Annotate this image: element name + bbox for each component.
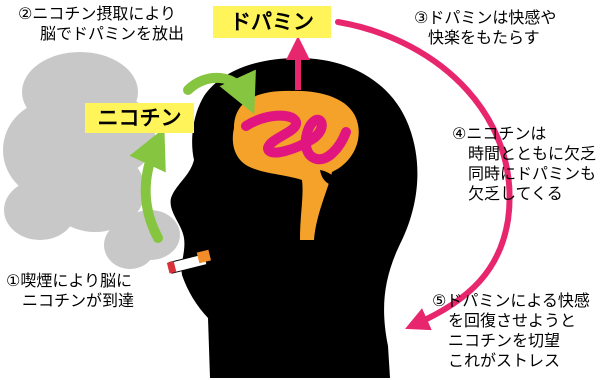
magenta-arc-arrow	[335, 19, 513, 331]
green-arrow-up	[129, 127, 166, 243]
step-line: 脳でドパミンを放出	[40, 24, 185, 43]
step-line: 時間とともに欠乏	[468, 144, 597, 163]
step-3-note: ③ドパミンは快感や 快楽をもたらす	[414, 8, 556, 48]
step-line: 快楽をもたらす	[428, 28, 540, 47]
green-arrow-to-brain	[183, 69, 256, 115]
brain	[232, 90, 359, 240]
step-4-note: ④ニコチンは 時間とともに欠乏 同時にドパミンも 欠乏してくる	[452, 124, 596, 204]
step-line: 同時にドパミンも	[468, 164, 597, 183]
nicotine-label: ニコチン	[85, 103, 194, 133]
step-2-note: ②ニコチン摂取により 脳でドパミンを放出	[18, 4, 184, 44]
cigarette	[166, 249, 212, 274]
step-line: ニコチンを切望	[448, 331, 561, 350]
dopamine-label: ドパミン	[213, 6, 331, 38]
step-line: ②ニコチン摂取により	[18, 4, 177, 23]
step-line: これがストレス	[448, 351, 561, 370]
step-line: ④ニコチンは	[452, 124, 547, 143]
step-5-note: ⑤ドパミンによる快感 を回復させようと ニコチンを切望 これがストレス	[432, 291, 590, 371]
step-line: 欠乏してくる	[468, 184, 563, 203]
step-line: を回復させようと	[448, 311, 577, 330]
step-1-note: ①喫煙により脳に ニコチンが到達	[6, 271, 134, 311]
dopamine-swirl	[241, 110, 351, 165]
step-line: ニコチンが到達	[22, 291, 135, 310]
step-line: ①喫煙により脳に	[6, 271, 133, 290]
step-line: ③ドパミンは快感や	[414, 8, 557, 27]
step-line: ⑤ドパミンによる快感	[432, 291, 590, 310]
brain-stem-gap	[320, 170, 338, 186]
